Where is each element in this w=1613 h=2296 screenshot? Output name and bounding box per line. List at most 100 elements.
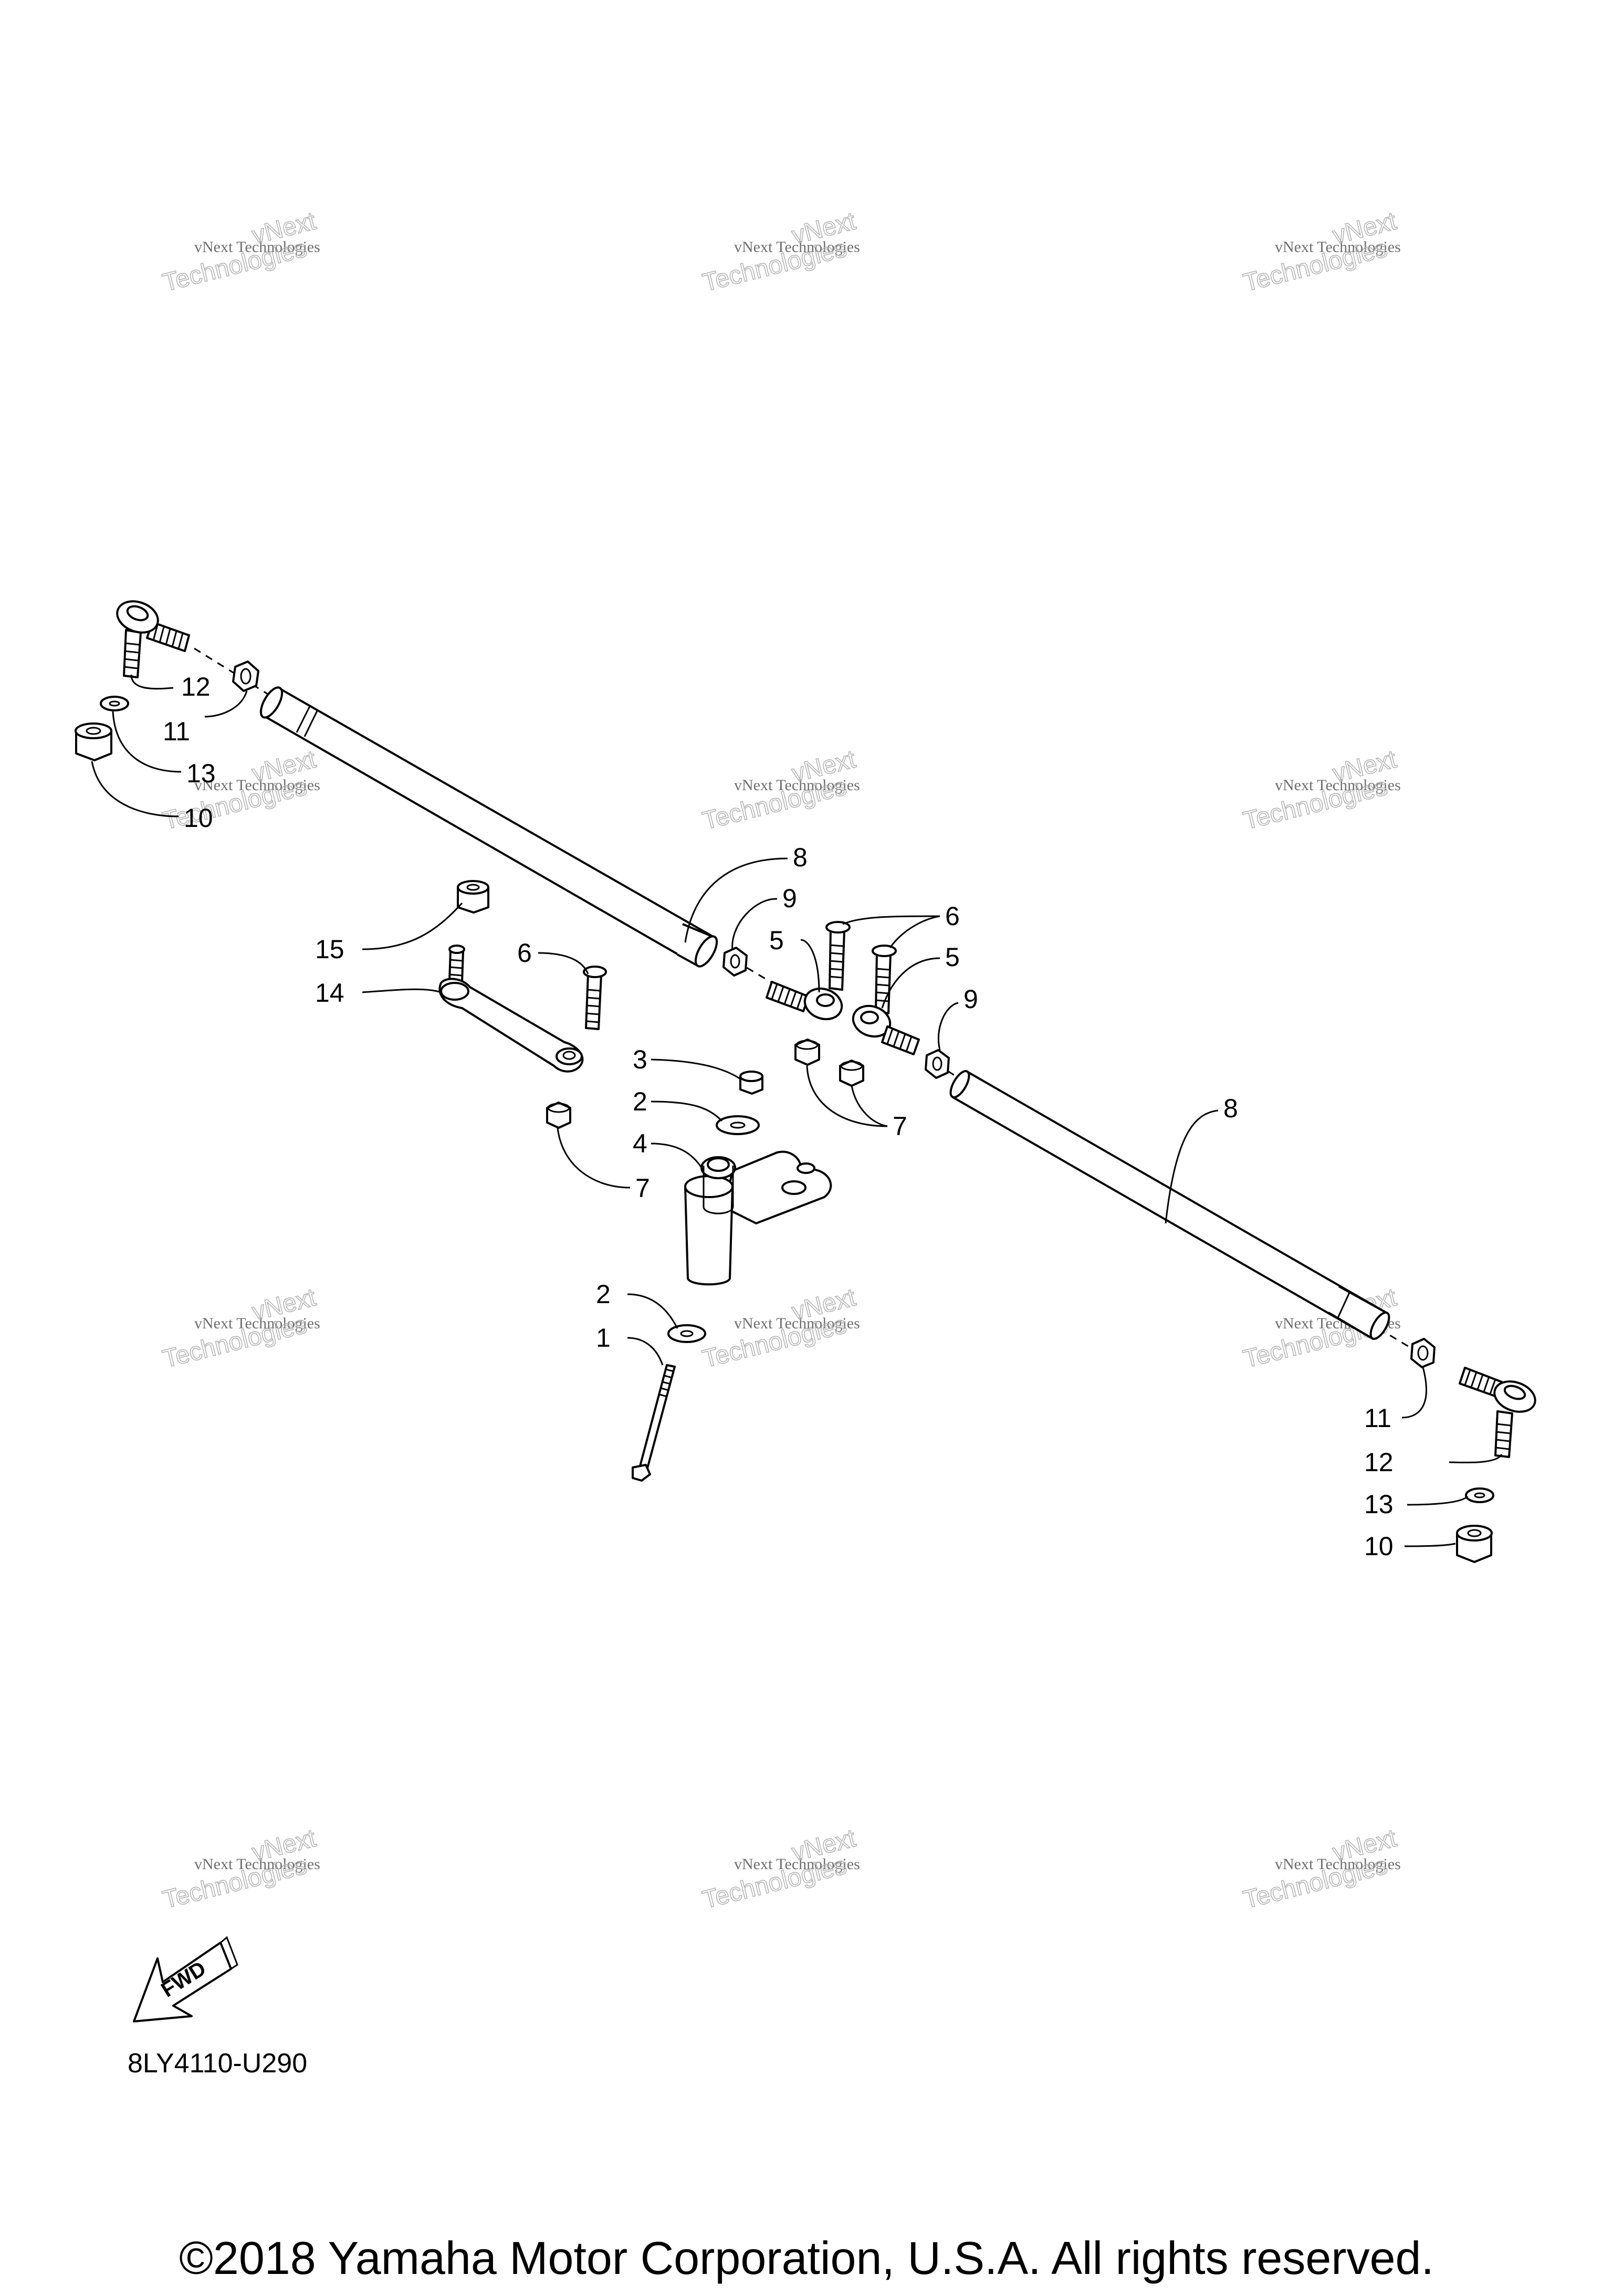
watermark-text: vNext Technologies — [734, 238, 860, 256]
leader-1 — [627, 1337, 664, 1366]
washer-hole — [680, 1330, 694, 1337]
nut-bore — [932, 1056, 942, 1071]
arm-eye — [440, 982, 469, 1001]
nut-top — [840, 1061, 863, 1071]
jam-nut — [925, 1049, 950, 1079]
watermark-text: vNext Technologies — [194, 238, 320, 256]
callout-1: 1 — [596, 1323, 611, 1353]
long-bolt — [638, 1364, 676, 1471]
callout-5: 5 — [769, 926, 784, 955]
nut-bore — [1467, 1529, 1482, 1537]
relay-arm — [438, 880, 607, 1129]
leader-5-left — [800, 939, 820, 993]
thread-lines — [659, 1368, 674, 1398]
thread-lines — [886, 1028, 913, 1052]
nut-bore — [86, 727, 101, 735]
watermarks: vNext Technologies Technologies vNext vN… — [160, 207, 1401, 1915]
bolt-head — [825, 921, 851, 934]
leader-13-left — [112, 711, 182, 773]
center-rod-ends — [722, 921, 950, 1087]
leader-6-a — [842, 915, 940, 925]
leader-6-relay — [538, 952, 589, 974]
leader-10-left — [91, 761, 179, 817]
tube-body — [952, 1070, 1387, 1340]
leader-6-b — [889, 915, 940, 948]
watermark-text: vNext Technologies — [1275, 777, 1401, 794]
arm-bore — [562, 1051, 576, 1060]
washer-hole — [1474, 1492, 1485, 1498]
rod-end-bore — [860, 1011, 879, 1024]
nut-bore — [730, 954, 740, 969]
leader-13-right — [1407, 1495, 1469, 1506]
arm-body — [438, 978, 584, 1073]
leader-9-upper — [731, 898, 778, 951]
watermark-text: vNext Technologies — [734, 1315, 860, 1332]
tube-end — [694, 935, 718, 968]
fwd-arrow: FWD — [133, 1936, 238, 2022]
callout-8: 8 — [1223, 1094, 1238, 1123]
callout-7: 7 — [893, 1112, 907, 1141]
pivot-bracket — [632, 1071, 832, 1482]
washer — [667, 1324, 706, 1343]
pivot-top — [684, 1175, 734, 1198]
leader-15 — [362, 902, 463, 950]
callout-10: 10 — [184, 803, 213, 833]
thread-lines — [586, 989, 601, 1023]
washer — [716, 1115, 760, 1135]
fwd-arrow-icon — [133, 1942, 232, 2022]
threaded-shank — [881, 1025, 920, 1055]
bolt — [829, 928, 845, 991]
callout-13: 13 — [1364, 1490, 1394, 1519]
ball-stud — [448, 949, 464, 983]
thread-lines — [829, 944, 844, 979]
thread-lines — [771, 983, 803, 1010]
tube-end — [1369, 1312, 1390, 1340]
callout-10: 10 — [1364, 1532, 1394, 1561]
bolt-head — [872, 945, 897, 957]
leader-11-right — [1401, 1367, 1427, 1419]
leader-2-top — [651, 1100, 723, 1122]
callout-6: 6 — [517, 938, 532, 968]
callout-5: 5 — [945, 942, 960, 972]
washer-hole — [730, 1121, 746, 1129]
watermark-text: vNext Technologies — [1275, 1855, 1401, 1873]
thread-lines — [123, 642, 140, 669]
callout-12: 12 — [181, 672, 211, 701]
tube-mark — [1337, 1292, 1350, 1318]
axis-line — [194, 647, 271, 697]
tube-end — [949, 1070, 970, 1098]
leader-7-a — [806, 1065, 888, 1127]
thread-lines — [875, 968, 890, 1002]
callout-14: 14 — [315, 978, 344, 1008]
callout-11: 11 — [1364, 1403, 1391, 1433]
tube-end — [259, 686, 284, 719]
leader-11-left — [204, 690, 248, 718]
copyright-notice: ©2018 Yamaha Motor Corporation, U.S.A. A… — [179, 2232, 1434, 2284]
leader-8-upper — [684, 857, 788, 943]
leader-4 — [651, 1142, 705, 1171]
leader-12-right — [1449, 1454, 1503, 1464]
thread-lines — [1495, 1423, 1511, 1450]
thread-lines — [449, 959, 463, 977]
bolt-head — [583, 966, 607, 978]
ball-stud — [1494, 1410, 1513, 1458]
nut-bore — [1417, 1345, 1429, 1361]
callout-9: 9 — [963, 984, 978, 1014]
callout-11: 11 — [163, 717, 190, 746]
bolt-head — [632, 1464, 651, 1482]
bushing-wall — [703, 1166, 734, 1214]
nut-top — [795, 1040, 819, 1050]
callout-2: 2 — [596, 1280, 611, 1309]
washer — [1465, 1487, 1494, 1503]
bracket-hole — [781, 1180, 806, 1195]
flange-nut — [839, 1060, 864, 1087]
nut-top — [739, 1071, 763, 1082]
callout-8: 8 — [793, 843, 808, 872]
thread-lines — [152, 624, 184, 649]
nut-bore — [466, 884, 480, 891]
fwd-arrow-edge — [220, 1936, 238, 1970]
nut-top — [75, 722, 112, 739]
watermark-text: vNext Technologies — [194, 1855, 320, 1873]
flange-nut — [794, 1039, 820, 1066]
